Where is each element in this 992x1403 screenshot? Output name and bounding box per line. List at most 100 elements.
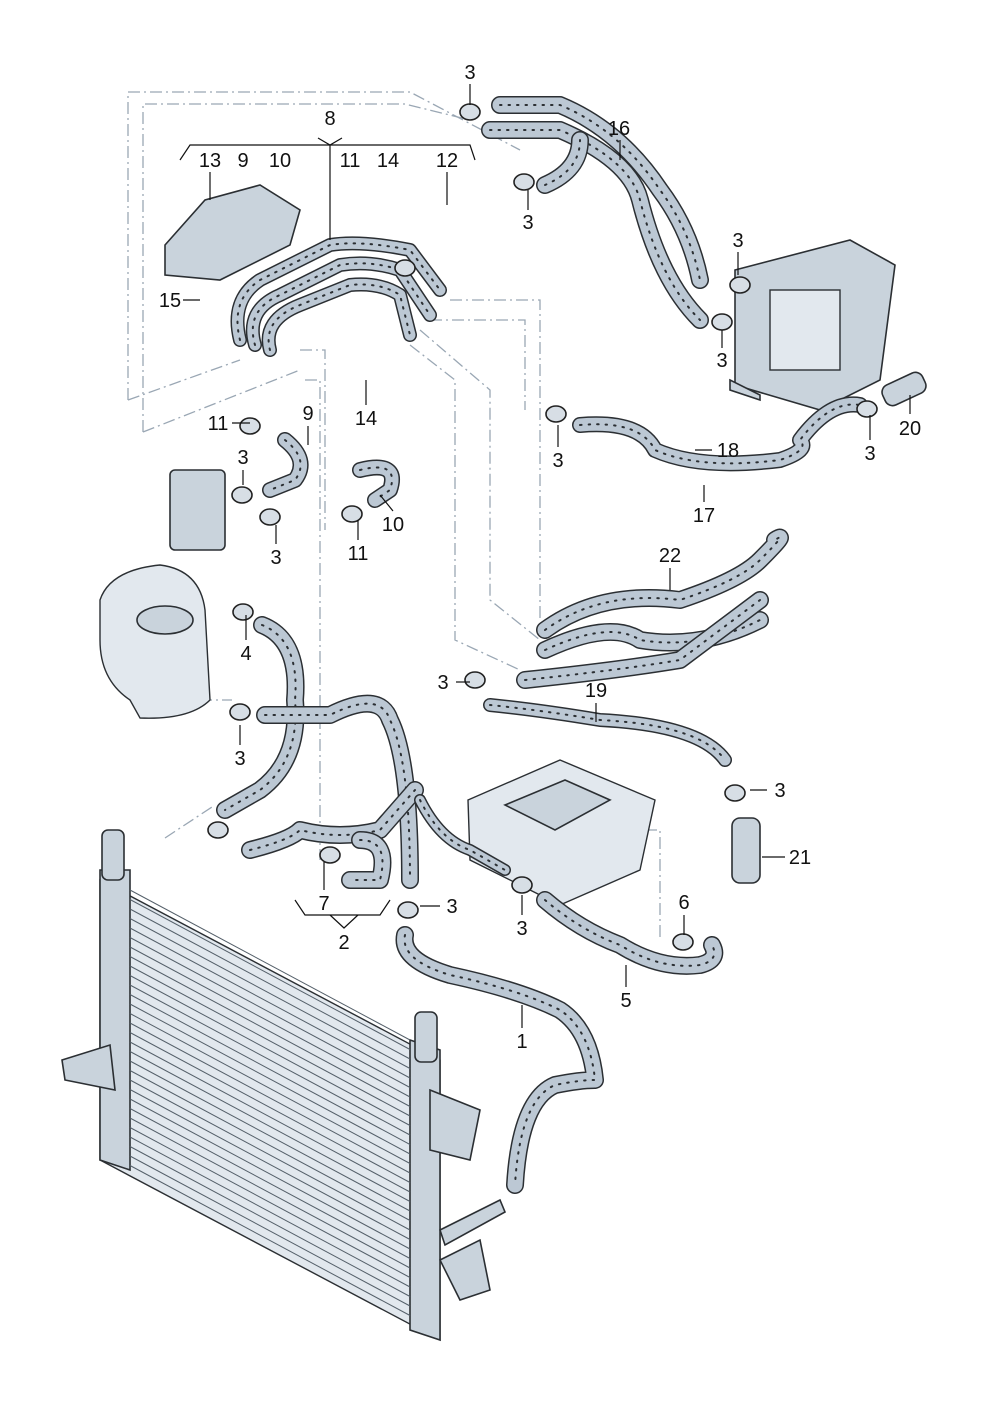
hose (419, 799, 506, 871)
callout-5: 5 (620, 990, 631, 1012)
callout-8: 8 (324, 108, 335, 130)
heater-control-unit (729, 239, 896, 411)
radiator-fin (129, 1032, 411, 1183)
hose (573, 397, 867, 470)
callout-13: 13 (199, 150, 221, 172)
callout-9: 9 (302, 403, 313, 425)
hose-clamp (229, 703, 251, 721)
hose (269, 439, 302, 491)
radiator-fin (129, 994, 411, 1145)
callout-21: 21 (789, 847, 811, 869)
callout-11: 11 (348, 543, 369, 565)
hose-clamp (397, 901, 419, 919)
callout-3: 3 (446, 896, 457, 918)
oil-cooler (169, 469, 226, 551)
radiator-fin (129, 1089, 411, 1240)
callout-3: 3 (774, 780, 785, 802)
radiator-fin (129, 927, 411, 1079)
radiator-fin (129, 908, 411, 1060)
callout-3: 3 (864, 443, 875, 465)
hose-clamp (341, 505, 363, 523)
hose (264, 702, 411, 881)
hose (349, 839, 384, 881)
hose (537, 132, 588, 193)
hose-clamp (856, 400, 878, 418)
radiator-fin (129, 1041, 411, 1193)
hose (224, 624, 297, 811)
callout-7: 7 (318, 893, 329, 915)
hose (492, 97, 708, 288)
hose-clamp (511, 876, 533, 894)
hose (267, 283, 411, 351)
radiator-fin (129, 899, 411, 1050)
leader-lines (179, 84, 911, 1028)
callout-labels: 3 16 8 13 9 10 11 14 12 3 3 15 3 9 11 14… (159, 62, 921, 1053)
hose (251, 262, 431, 346)
hose-clamp (319, 846, 341, 864)
callout-9: 9 (237, 150, 248, 172)
hose-clamp (464, 671, 486, 689)
hose-clamp (232, 603, 254, 621)
hose (544, 536, 781, 631)
callout-18: 18 (717, 440, 739, 462)
callout-22: 22 (659, 545, 681, 567)
callout-3: 3 (270, 547, 281, 569)
callout-11: 11 (340, 150, 361, 172)
callout-3: 3 (237, 447, 248, 469)
radiator-fin (129, 1127, 411, 1278)
hose-clamp (459, 103, 481, 121)
hose (524, 599, 761, 681)
hose-clamp (239, 417, 261, 435)
callout-10: 10 (382, 514, 404, 536)
radiator-fin (129, 1051, 411, 1202)
callout-16: 16 (608, 118, 630, 140)
callout-3: 3 (732, 230, 743, 252)
radiator-fin (129, 946, 411, 1098)
hose-clamp (513, 173, 535, 191)
hose-clamp (711, 313, 733, 331)
callout-1: 1 (516, 1031, 527, 1053)
callout-3: 3 (716, 350, 727, 372)
hose (484, 699, 731, 766)
radiator-fin (129, 1098, 411, 1250)
hose-clamp (207, 821, 229, 839)
callout-14: 14 (355, 408, 377, 430)
hose-clamp (259, 508, 281, 526)
hose (403, 934, 597, 1186)
callout-15: 15 (159, 290, 181, 312)
callout-3: 3 (552, 450, 563, 472)
radiator-fin (129, 1117, 411, 1269)
control-unit-box (467, 759, 656, 906)
hose-clamp (545, 405, 567, 423)
hose-clamp (724, 784, 746, 802)
radiator-fin (129, 965, 411, 1117)
radiator-fin (129, 1022, 411, 1174)
callout-3: 3 (437, 672, 448, 694)
hose (263, 433, 308, 497)
callout-11: 11 (208, 413, 229, 435)
hose-clamps (207, 103, 878, 951)
radiator-fin (129, 1155, 411, 1307)
expansion-tank (99, 564, 211, 719)
callout-12: 12 (436, 150, 458, 172)
coolant-hoses (216, 96, 868, 1194)
radiator-fin (129, 1146, 411, 1297)
coolant-pump (731, 817, 761, 884)
radiator-fin (129, 1079, 411, 1231)
radiator-fin (129, 889, 411, 1041)
hose-clamp (394, 259, 416, 277)
radiator-fin (129, 1013, 411, 1164)
radiator-fin (129, 956, 411, 1107)
radiator-fin (129, 1003, 411, 1155)
callout-6: 6 (678, 892, 689, 914)
hose (489, 129, 701, 321)
coolant-distributor (164, 184, 301, 281)
hose (236, 242, 441, 341)
callout-10: 10 (269, 150, 291, 172)
reference-lines (127, 91, 661, 940)
radiator-fin (129, 918, 411, 1069)
hose (242, 782, 423, 858)
hose-clamp (231, 486, 253, 504)
callout-2: 2 (338, 932, 349, 954)
